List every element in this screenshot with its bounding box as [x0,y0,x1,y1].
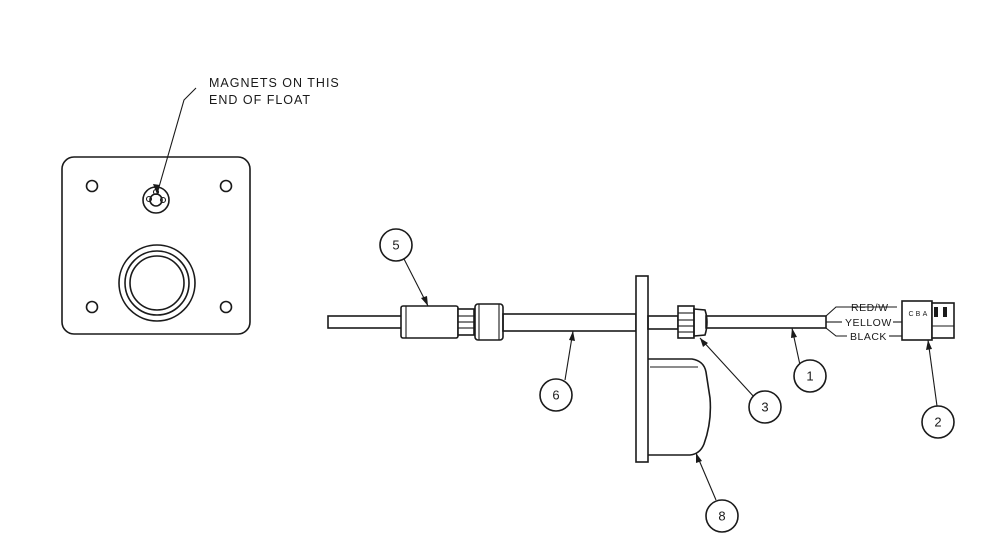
callout-1-label: 1 [806,369,813,384]
callout-1-arrowhead [791,328,797,338]
callout-8-arrowhead [696,453,702,463]
callout-2-label: 2 [934,415,941,430]
callout-1-balloon [793,359,827,393]
callout-3-arrowhead [700,338,708,347]
callout-2-balloon [921,405,955,439]
cable-gland [693,308,708,337]
callout-3-label: 3 [761,400,768,415]
callout-5-arrowhead [421,296,428,306]
callout-8-balloon [705,499,739,533]
connector-housing [901,300,933,341]
callout-5-label: 5 [392,238,399,253]
mounting-plate-view: MAGNETS ON THIS END OF FLOAT [61,76,340,335]
callouts: 5 6 3 1 2 8 [379,228,955,533]
stem-tube [502,313,637,332]
magnet-note-arrowhead [153,184,160,194]
callout-3-balloon [748,390,782,424]
flange [635,275,649,463]
callout-6-balloon [539,378,573,412]
connector-pin-c: C [908,311,913,318]
stem-extension [647,315,679,330]
float-switch-side-view: RED/W YELLOW BLACK C B A [327,275,955,463]
mount-hole-top-left [85,179,99,193]
connector-latch-2 [943,307,947,317]
callout-5-balloon [379,228,413,262]
wire-label-red: RED/W [851,302,889,314]
callout-2-leader [927,339,938,407]
wire-label-yellow: YELLOW [845,317,892,329]
callout-6-label: 6 [552,388,559,403]
callout-3-leader [699,337,756,399]
callout-2-arrowhead [926,340,932,350]
port-mid-ring [124,250,190,316]
magnet-right [159,196,167,204]
wire-black [825,327,847,337]
port-outer-ring [118,244,196,322]
cable [705,315,827,329]
gasket-boot [648,358,712,456]
magnet-note-line2: END OF FLOAT [209,93,311,107]
magnet-left [145,195,153,203]
magnet-note-line1: MAGNETS ON THIS [209,76,340,90]
mounting-plate [61,156,251,335]
mount-hole-top-right [219,179,233,193]
mount-hole-bottom-right [219,300,233,314]
connector-pin-b: B [916,311,921,318]
wire-red [825,306,897,317]
probe-tip [327,315,407,329]
magnet-note-leader [156,87,197,195]
compression-nut [677,305,695,339]
connector-pin-a: A [923,311,928,318]
wire-label-black: BLACK [850,331,887,343]
port-inner-ring [129,255,185,311]
float-body [400,305,459,339]
mount-hole-bottom-left [85,300,99,314]
callout-6-arrowhead [569,331,575,341]
connector-latch-1 [934,307,938,317]
callout-8-label: 8 [718,509,725,524]
